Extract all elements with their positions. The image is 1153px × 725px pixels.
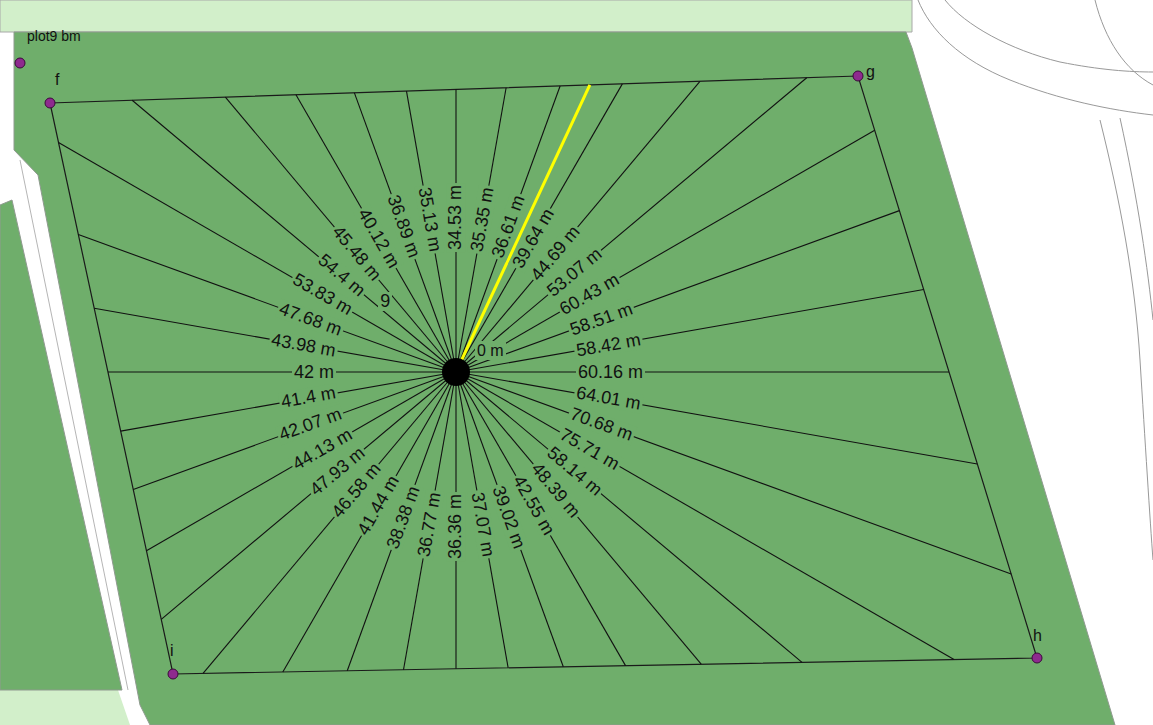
distance-ray [132,100,456,372]
road-curve [1095,0,1153,85]
corner-point [45,98,55,108]
distance-ray [456,78,807,372]
lower-lot [0,690,130,725]
distance-ray [456,372,1011,574]
plot-ground [14,32,1115,725]
distance-ray [133,372,456,489]
road-curve [1120,118,1153,320]
distance-ray [456,372,977,464]
road-curve [1100,120,1153,560]
distance-ray [456,372,954,660]
distance-ray [456,372,802,662]
distance-ray [225,97,456,372]
distance-ray [347,372,456,671]
distance-ray [456,81,700,372]
road-edge [20,160,128,690]
label-fragment: 9 [378,292,392,311]
corner-label: f [53,70,61,89]
corner-point [1032,653,1042,663]
distance-ray [456,290,924,372]
road-curve [918,0,1153,115]
corner-point [168,669,178,679]
plot-boundary [50,76,1037,674]
center-point [442,358,470,386]
distance-ray [456,372,563,667]
distance-label: 60.16 m [576,363,645,382]
corner-point [853,71,863,81]
distance-ray [456,372,701,664]
distance-ray [108,371,456,372]
distance-ray [456,130,875,372]
benchmark-point [15,58,25,68]
distance-ray [203,372,456,673]
benchmark-label: plot9 bm [25,27,83,46]
distance-ray [456,211,899,372]
ray-group [59,78,1012,674]
distance-label: 34.53 m [446,183,465,252]
distance-label: 36.36 m [446,492,465,561]
corner-label: h [1031,626,1044,645]
upper-lot [0,0,912,32]
distance-ray [456,371,949,372]
road-curve [945,0,1153,72]
side-strip [0,200,122,690]
distance-label: 42 m [292,363,336,382]
distance-ray [456,86,560,372]
distance-label: 0 m [475,341,506,360]
corner-label: g [864,62,877,81]
distance-ray [161,372,456,619]
distance-ray [59,143,456,372]
corner-label: i [168,641,176,660]
